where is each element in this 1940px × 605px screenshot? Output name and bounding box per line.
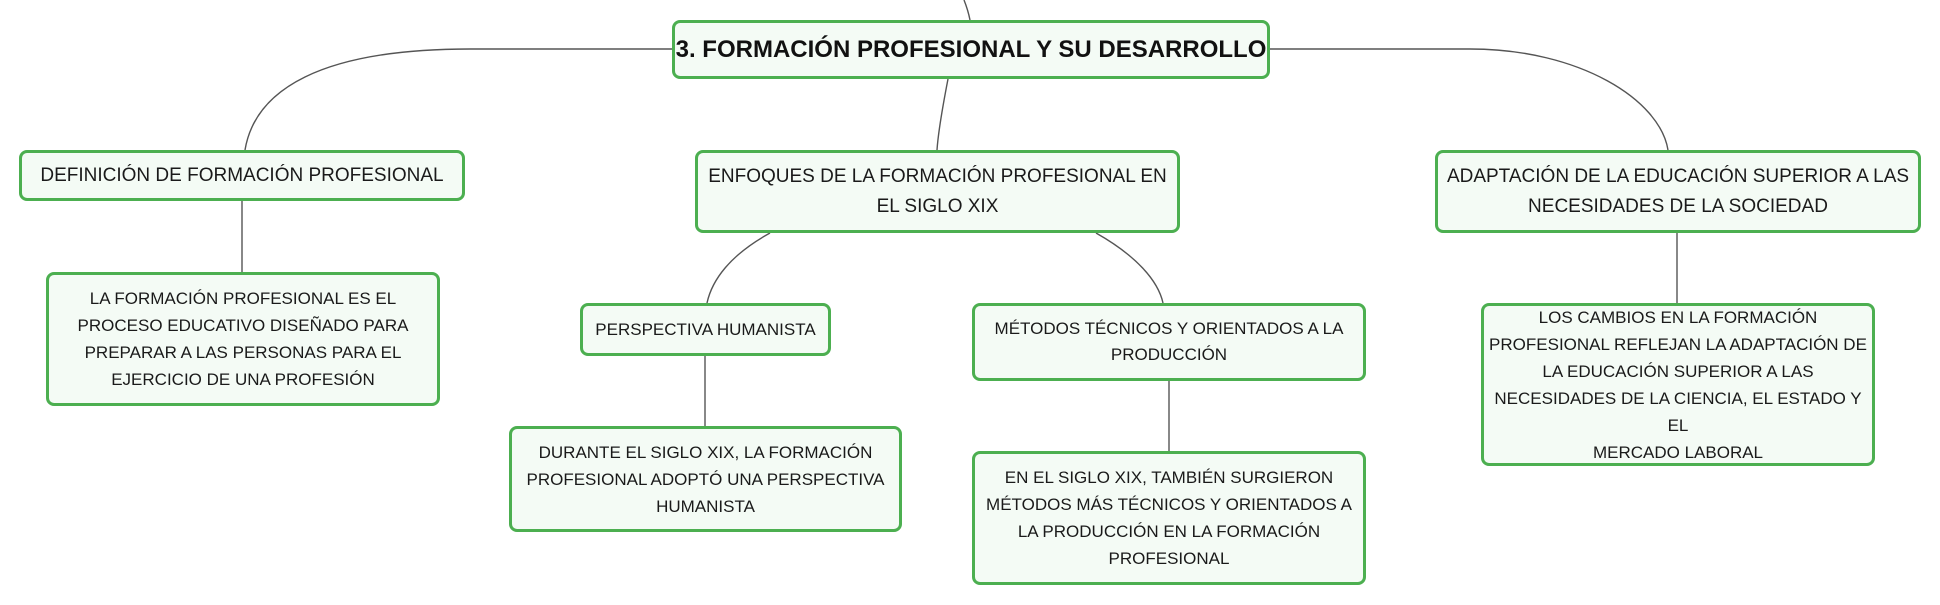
connector-incoming-root (963, 0, 971, 21)
subtopic-humanista-label: PERSPECTIVA HUMANISTA (595, 319, 816, 339)
branch-adaptacion-label: ADAPTACIÓN DE LA EDUCACIÓN SUPERIOR A LA… (1446, 165, 1910, 217)
subtopic-humanista-node[interactable]: PERSPECTIVA HUMANISTA (580, 303, 831, 356)
adaptacion-detail-node[interactable]: LOS CAMBIOS EN LA FORMACIÓN PROFESIONAL … (1481, 303, 1875, 466)
subtopic-metodos-node[interactable]: MÉTODOS TÉCNICOS Y ORIENTADOS A LA PRODU… (972, 303, 1366, 381)
connector-enfoques-humanista (706, 232, 771, 304)
branch-adaptacion-node[interactable]: ADAPTACIÓN DE LA EDUCACIÓN SUPERIOR A LA… (1435, 150, 1921, 233)
branch-enfoques-label: ENFOQUES DE LA FORMACIÓN PROFESIONAL EN … (708, 165, 1167, 217)
humanista-detail-node[interactable]: DURANTE EL SIGLO XIX, LA FORMACIÓN PROFE… (509, 426, 902, 532)
definicion-detail-node[interactable]: LA FORMACIÓN PROFESIONAL ES EL PROCESO E… (46, 272, 440, 406)
humanista-detail-text: DURANTE EL SIGLO XIX, LA FORMACIÓN PROFE… (526, 442, 885, 516)
root-label: 3. FORMACIÓN PROFESIONAL Y SU DESARROLLO (675, 35, 1267, 63)
definicion-detail-text: LA FORMACIÓN PROFESIONAL ES EL PROCESO E… (77, 289, 409, 389)
connector-root-enfoques (936, 78, 949, 151)
branch-enfoques-node[interactable]: ENFOQUES DE LA FORMACIÓN PROFESIONAL EN … (695, 150, 1180, 233)
metodos-detail-text: EN EL SIGLO XIX, TAMBIÉN SURGIERON MÉTOD… (986, 468, 1352, 568)
connector-root-adaptacion (1268, 48, 1669, 151)
subtopic-metodos-label: MÉTODOS TÉCNICOS Y ORIENTADOS A LA PRODU… (994, 319, 1344, 364)
root-node[interactable]: 3. FORMACIÓN PROFESIONAL Y SU DESARROLLO (672, 20, 1270, 79)
connector-enfoques-metodos (1095, 232, 1164, 304)
branch-definicion-node[interactable]: DEFINICIÓN DE FORMACIÓN PROFESIONAL (19, 150, 465, 201)
metodos-detail-node[interactable]: EN EL SIGLO XIX, TAMBIÉN SURGIERON MÉTOD… (972, 451, 1366, 585)
adaptacion-detail-text: LOS CAMBIOS EN LA FORMACIÓN PROFESIONAL … (1489, 307, 1867, 462)
connector-root-definicion (244, 48, 672, 151)
branch-definicion-label: DEFINICIÓN DE FORMACIÓN PROFESIONAL (40, 164, 444, 186)
